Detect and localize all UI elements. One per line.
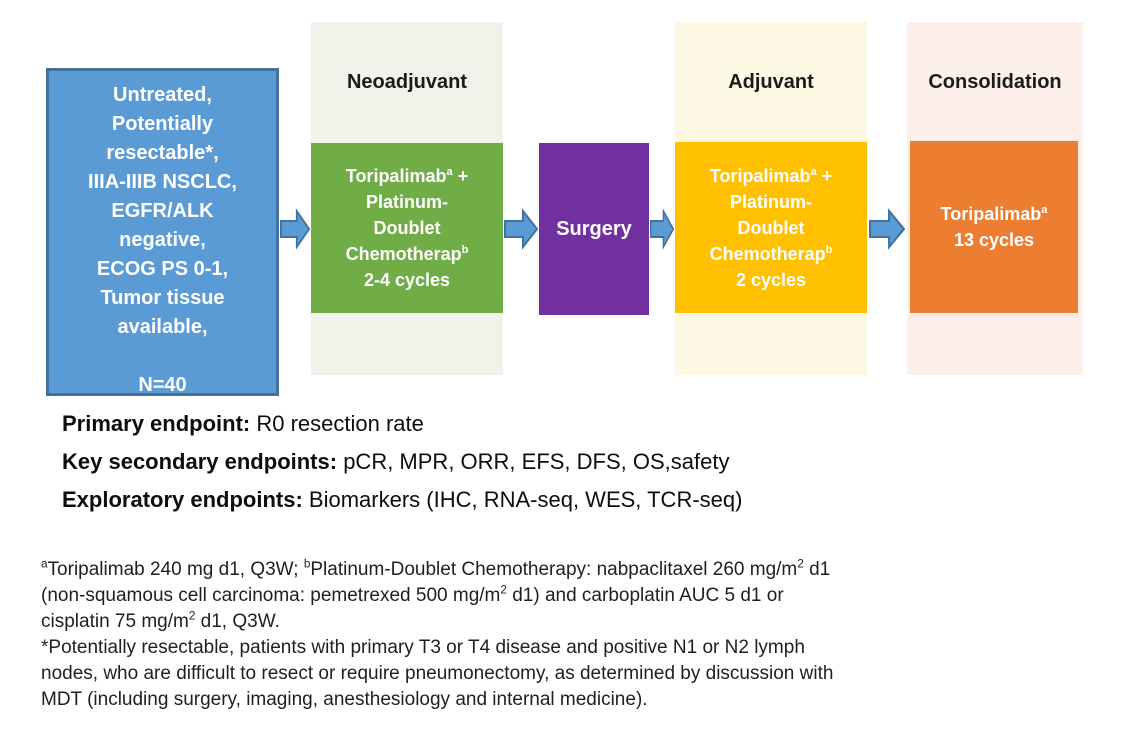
footnote-resectability: *Potentially resectable, patients with p… xyxy=(41,637,834,710)
eligibility-criteria-box: Untreated, Potentially resectable*, IIIA… xyxy=(46,68,279,396)
exploratory-endpoints-line: Exploratory endpoints: Biomarkers (IHC, … xyxy=(62,481,742,519)
exploratory-endpoints-value: Biomarkers (IHC, RNA-seq, WES, TCR-seq) xyxy=(302,487,743,512)
primary-endpoint-label: Primary endpoint: xyxy=(62,411,251,436)
footnote-dosing: aToripalimab 240 mg d1, Q3W; bPlatinum-D… xyxy=(41,557,831,632)
phase-header-consolidation: Consolidation xyxy=(928,71,1062,93)
flow-arrow-icon xyxy=(504,208,538,250)
footnotes-section: aToripalimab 240 mg d1, Q3W; bPlatinum-D… xyxy=(41,557,1096,713)
secondary-endpoints-label: Key secondary endpoints: xyxy=(62,449,338,474)
endpoints-section: Primary endpoint: R0 resection rate Key … xyxy=(62,405,742,519)
flow-arrow-icon xyxy=(280,208,310,250)
primary-endpoint-line: Primary endpoint: R0 resection rate xyxy=(62,405,742,443)
flow-arrow-icon xyxy=(869,208,905,250)
phase-header-adjuvant: Adjuvant xyxy=(728,71,814,93)
exploratory-endpoints-label: Exploratory endpoints: xyxy=(62,487,303,512)
surgery-label: Surgery xyxy=(556,217,632,240)
flow-arrow-icon xyxy=(650,208,674,250)
secondary-endpoints-line: Key secondary endpoints: pCR, MPR, ORR, … xyxy=(62,443,742,481)
secondary-endpoints-value: pCR, MPR, ORR, EFS, DFS, OS,safety xyxy=(337,449,730,474)
phase-header-neoadjuvant: Neoadjuvant xyxy=(346,71,468,93)
primary-endpoint-value: R0 resection rate xyxy=(250,411,424,436)
surgery-box: Surgery xyxy=(539,143,649,315)
